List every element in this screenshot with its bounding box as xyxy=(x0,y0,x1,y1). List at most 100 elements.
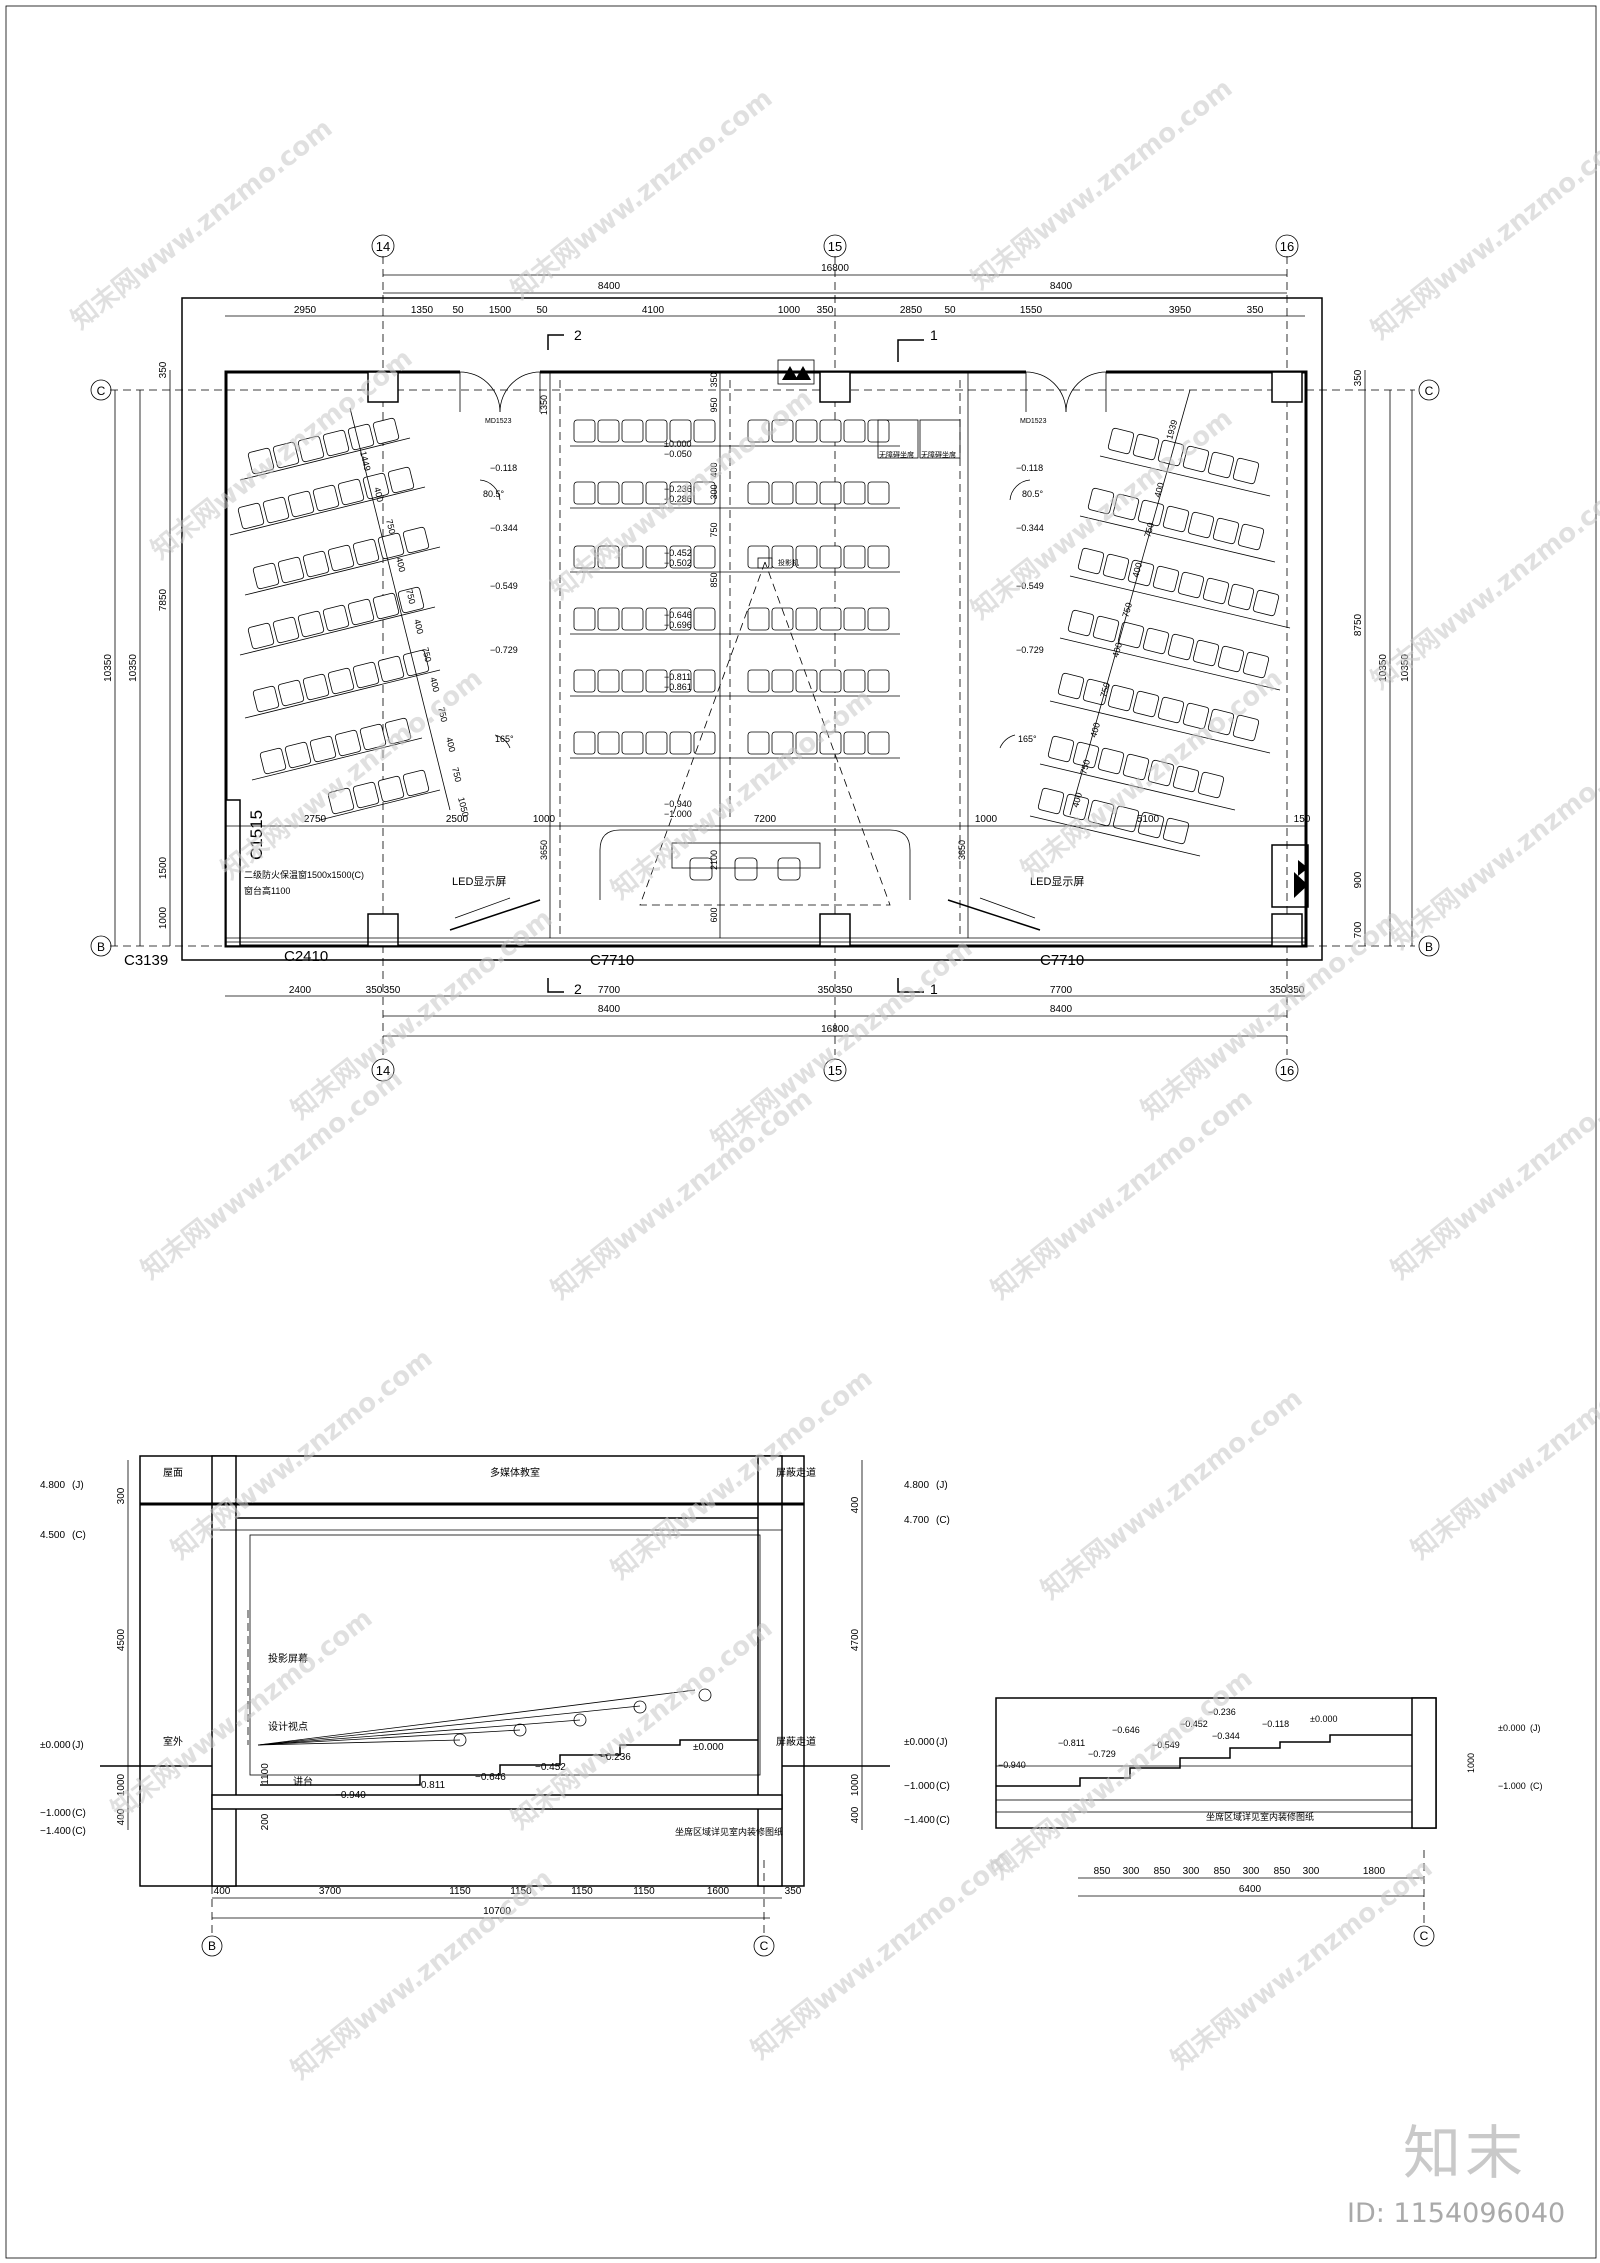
seat xyxy=(819,545,842,569)
watermark-text: 知末网www.znzmo.com xyxy=(1366,473,1600,695)
watermark-text: 知末网www.znzmo.com xyxy=(146,343,418,565)
image-id-label: ID: 1154096040 xyxy=(1347,2198,1566,2229)
svg-text:400: 400 xyxy=(116,1808,127,1825)
watermark-text: 知末网www.znzmo.com xyxy=(506,83,778,305)
seat xyxy=(621,731,644,755)
section-main-vdims: 300 4500 1000 400 400 4700 1000 400 1100… xyxy=(116,1460,863,1830)
svg-text:8400: 8400 xyxy=(1050,281,1073,292)
svg-text:16800: 16800 xyxy=(821,263,849,274)
svg-text:350: 350 xyxy=(818,985,835,996)
seat xyxy=(645,731,668,755)
svg-text:−0.549: −0.549 xyxy=(490,581,518,591)
svg-text:1000: 1000 xyxy=(158,906,169,929)
watermark-text: 知末网www.znzmo.com xyxy=(606,1363,878,1585)
svg-text:−1.400: −1.400 xyxy=(40,1826,71,1837)
svg-text:−0.811: −0.811 xyxy=(1058,1738,1085,1748)
svg-text:−0.502: −0.502 xyxy=(664,558,692,568)
svg-text:200: 200 xyxy=(260,1813,271,1830)
seat xyxy=(1157,696,1185,724)
section-main: 屋面 多媒体教室 屏蔽走道 屏蔽走道 室外 投影屏幕 设计视点 讲台 坐席区域详… xyxy=(40,1455,950,1957)
svg-text:(C): (C) xyxy=(72,1826,86,1837)
svg-text:2850: 2850 xyxy=(900,305,923,316)
seat xyxy=(1112,493,1140,521)
seat xyxy=(1232,457,1260,485)
svg-text:多媒体教室: 多媒体教室 xyxy=(490,1466,540,1479)
svg-text:−0.118: −0.118 xyxy=(1262,1719,1289,1729)
seat xyxy=(843,545,866,569)
watermark-text: 知末网www.znzmo.com xyxy=(546,1083,818,1305)
led-screens: LED显示屏 LED显示屏 xyxy=(449,875,1084,931)
seat xyxy=(1092,615,1120,643)
svg-text:−1.000: −1.000 xyxy=(1498,1781,1526,1791)
svg-text:−0.452: −0.452 xyxy=(664,548,692,558)
right-diagonal-dim xyxy=(1069,389,1191,816)
seat xyxy=(795,731,818,755)
seat xyxy=(771,669,794,693)
svg-text:850: 850 xyxy=(1214,1866,1231,1877)
seat xyxy=(771,607,794,631)
seat xyxy=(843,419,866,443)
svg-text:−0.452: −0.452 xyxy=(535,1762,566,1773)
seat xyxy=(384,717,412,745)
svg-text:(C): (C) xyxy=(1530,1781,1543,1791)
watermark-text: 知末网www.znzmo.com xyxy=(966,73,1238,295)
watermark-text: 知末网www.znzmo.com xyxy=(1166,1853,1438,2075)
svg-text:C2410: C2410 xyxy=(284,948,328,965)
svg-text:−0.452: −0.452 xyxy=(1180,1719,1208,1729)
seat xyxy=(819,481,842,505)
seat xyxy=(669,481,692,505)
seat xyxy=(1072,741,1100,769)
watermark-text: 知末网www.znzmo.com xyxy=(1386,733,1600,955)
svg-text:850: 850 xyxy=(1274,1866,1291,1877)
seat xyxy=(1172,765,1200,793)
svg-text:无障碍坐席: 无障碍坐席 xyxy=(921,450,956,459)
seat xyxy=(1182,445,1210,473)
svg-text:−0.646: −0.646 xyxy=(1112,1725,1140,1735)
svg-text:−0.940: −0.940 xyxy=(998,1760,1026,1770)
seat xyxy=(669,731,692,755)
seat xyxy=(1232,714,1260,742)
left-seating-block xyxy=(229,417,441,821)
svg-text:700: 700 xyxy=(1353,921,1364,938)
projection-area: 投影机 xyxy=(599,557,911,906)
seat xyxy=(262,496,290,524)
svg-text:850: 850 xyxy=(709,572,719,587)
svg-text:−0.118: −0.118 xyxy=(490,463,517,473)
door-right: MD1523 xyxy=(1020,370,1107,425)
svg-text:C1515: C1515 xyxy=(247,810,266,860)
seat xyxy=(645,545,668,569)
seat xyxy=(747,607,770,631)
seat xyxy=(302,673,330,701)
seat xyxy=(1197,771,1225,799)
seat xyxy=(819,419,842,443)
seat xyxy=(362,472,390,500)
plan-outer-frame xyxy=(181,297,1323,961)
center-seating-block xyxy=(570,419,900,759)
seat xyxy=(621,481,644,505)
seat xyxy=(843,731,866,755)
side-level-labels: −0.118 −0.344 −0.549 −0.729 −0.118 −0.34… xyxy=(490,463,1044,655)
svg-text:750: 750 xyxy=(420,646,433,663)
aisle-dims: 1350 3650 350 950 400 300 750 850 2100 6… xyxy=(539,372,969,938)
seat xyxy=(377,655,405,683)
seat xyxy=(1237,523,1265,551)
svg-text:C3139: C3139 xyxy=(124,952,168,969)
left-row-dims: 1449 400 750 400 750 400 750 400 750 400… xyxy=(358,450,471,818)
seat xyxy=(867,481,890,505)
svg-text:(C): (C) xyxy=(936,1815,950,1826)
seat xyxy=(597,731,620,755)
seat xyxy=(277,556,305,584)
svg-text:50: 50 xyxy=(452,305,464,316)
seat xyxy=(1182,702,1210,730)
svg-text:400: 400 xyxy=(428,676,441,693)
seat xyxy=(309,735,337,763)
svg-text:B: B xyxy=(1425,940,1433,954)
svg-text:165°: 165° xyxy=(1018,734,1037,744)
svg-text:1000: 1000 xyxy=(975,814,998,825)
seat xyxy=(272,616,300,644)
svg-text:8750: 8750 xyxy=(1353,613,1364,636)
svg-text:屏蔽走道: 屏蔽走道 xyxy=(776,1735,816,1748)
seat xyxy=(322,429,350,457)
svg-text:(J): (J) xyxy=(936,1480,948,1491)
seat xyxy=(297,435,325,463)
